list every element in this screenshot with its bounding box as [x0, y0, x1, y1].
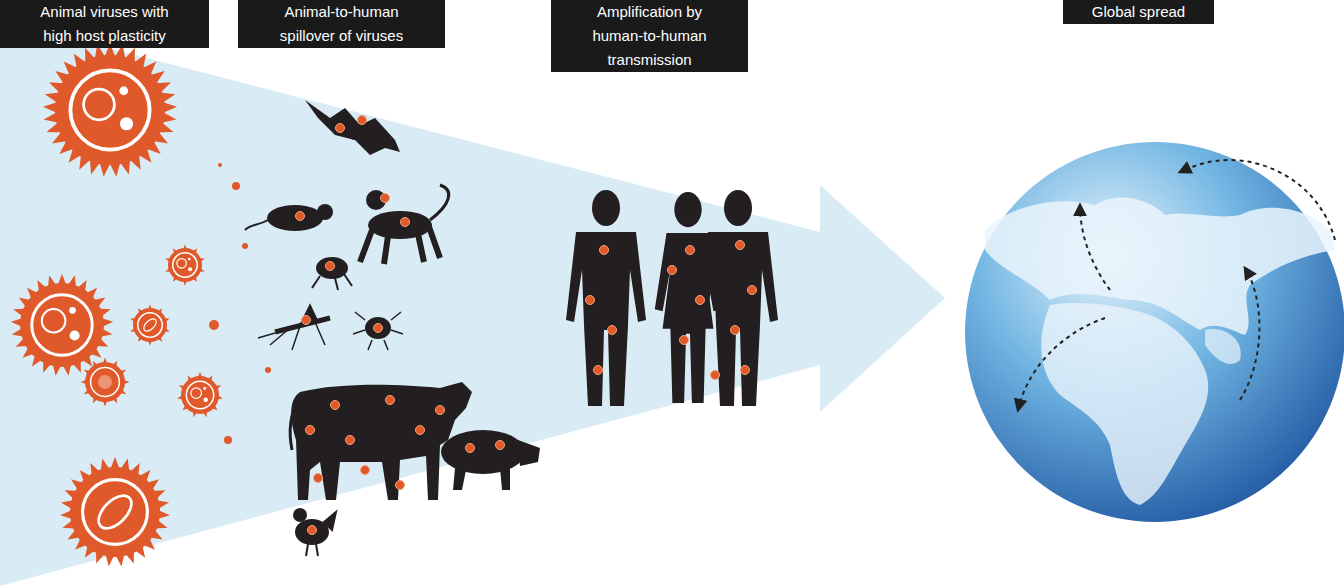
label-box: Animal viruses with high host plasticity: [0, 0, 209, 48]
flow-wedge: [0, 20, 945, 586]
box-label: Animal viruses with high host plasticity: [29, 0, 180, 48]
box-label: Global spread: [1071, 0, 1206, 24]
box-label: Amplification by human-to-human transmis…: [579, 0, 720, 72]
globe: [965, 142, 1344, 522]
virus-icons: [11, 43, 271, 567]
human-silhouettes: [566, 190, 778, 406]
animal-silhouettes: [245, 100, 540, 556]
label-box: Global spread: [1063, 0, 1214, 24]
virus-dots: [296, 116, 757, 535]
label-box: Animal-to-human spillover of viruses: [238, 0, 445, 48]
box-label: Animal-to-human spillover of viruses: [266, 0, 417, 48]
label-box: Amplification by human-to-human transmis…: [551, 0, 748, 72]
